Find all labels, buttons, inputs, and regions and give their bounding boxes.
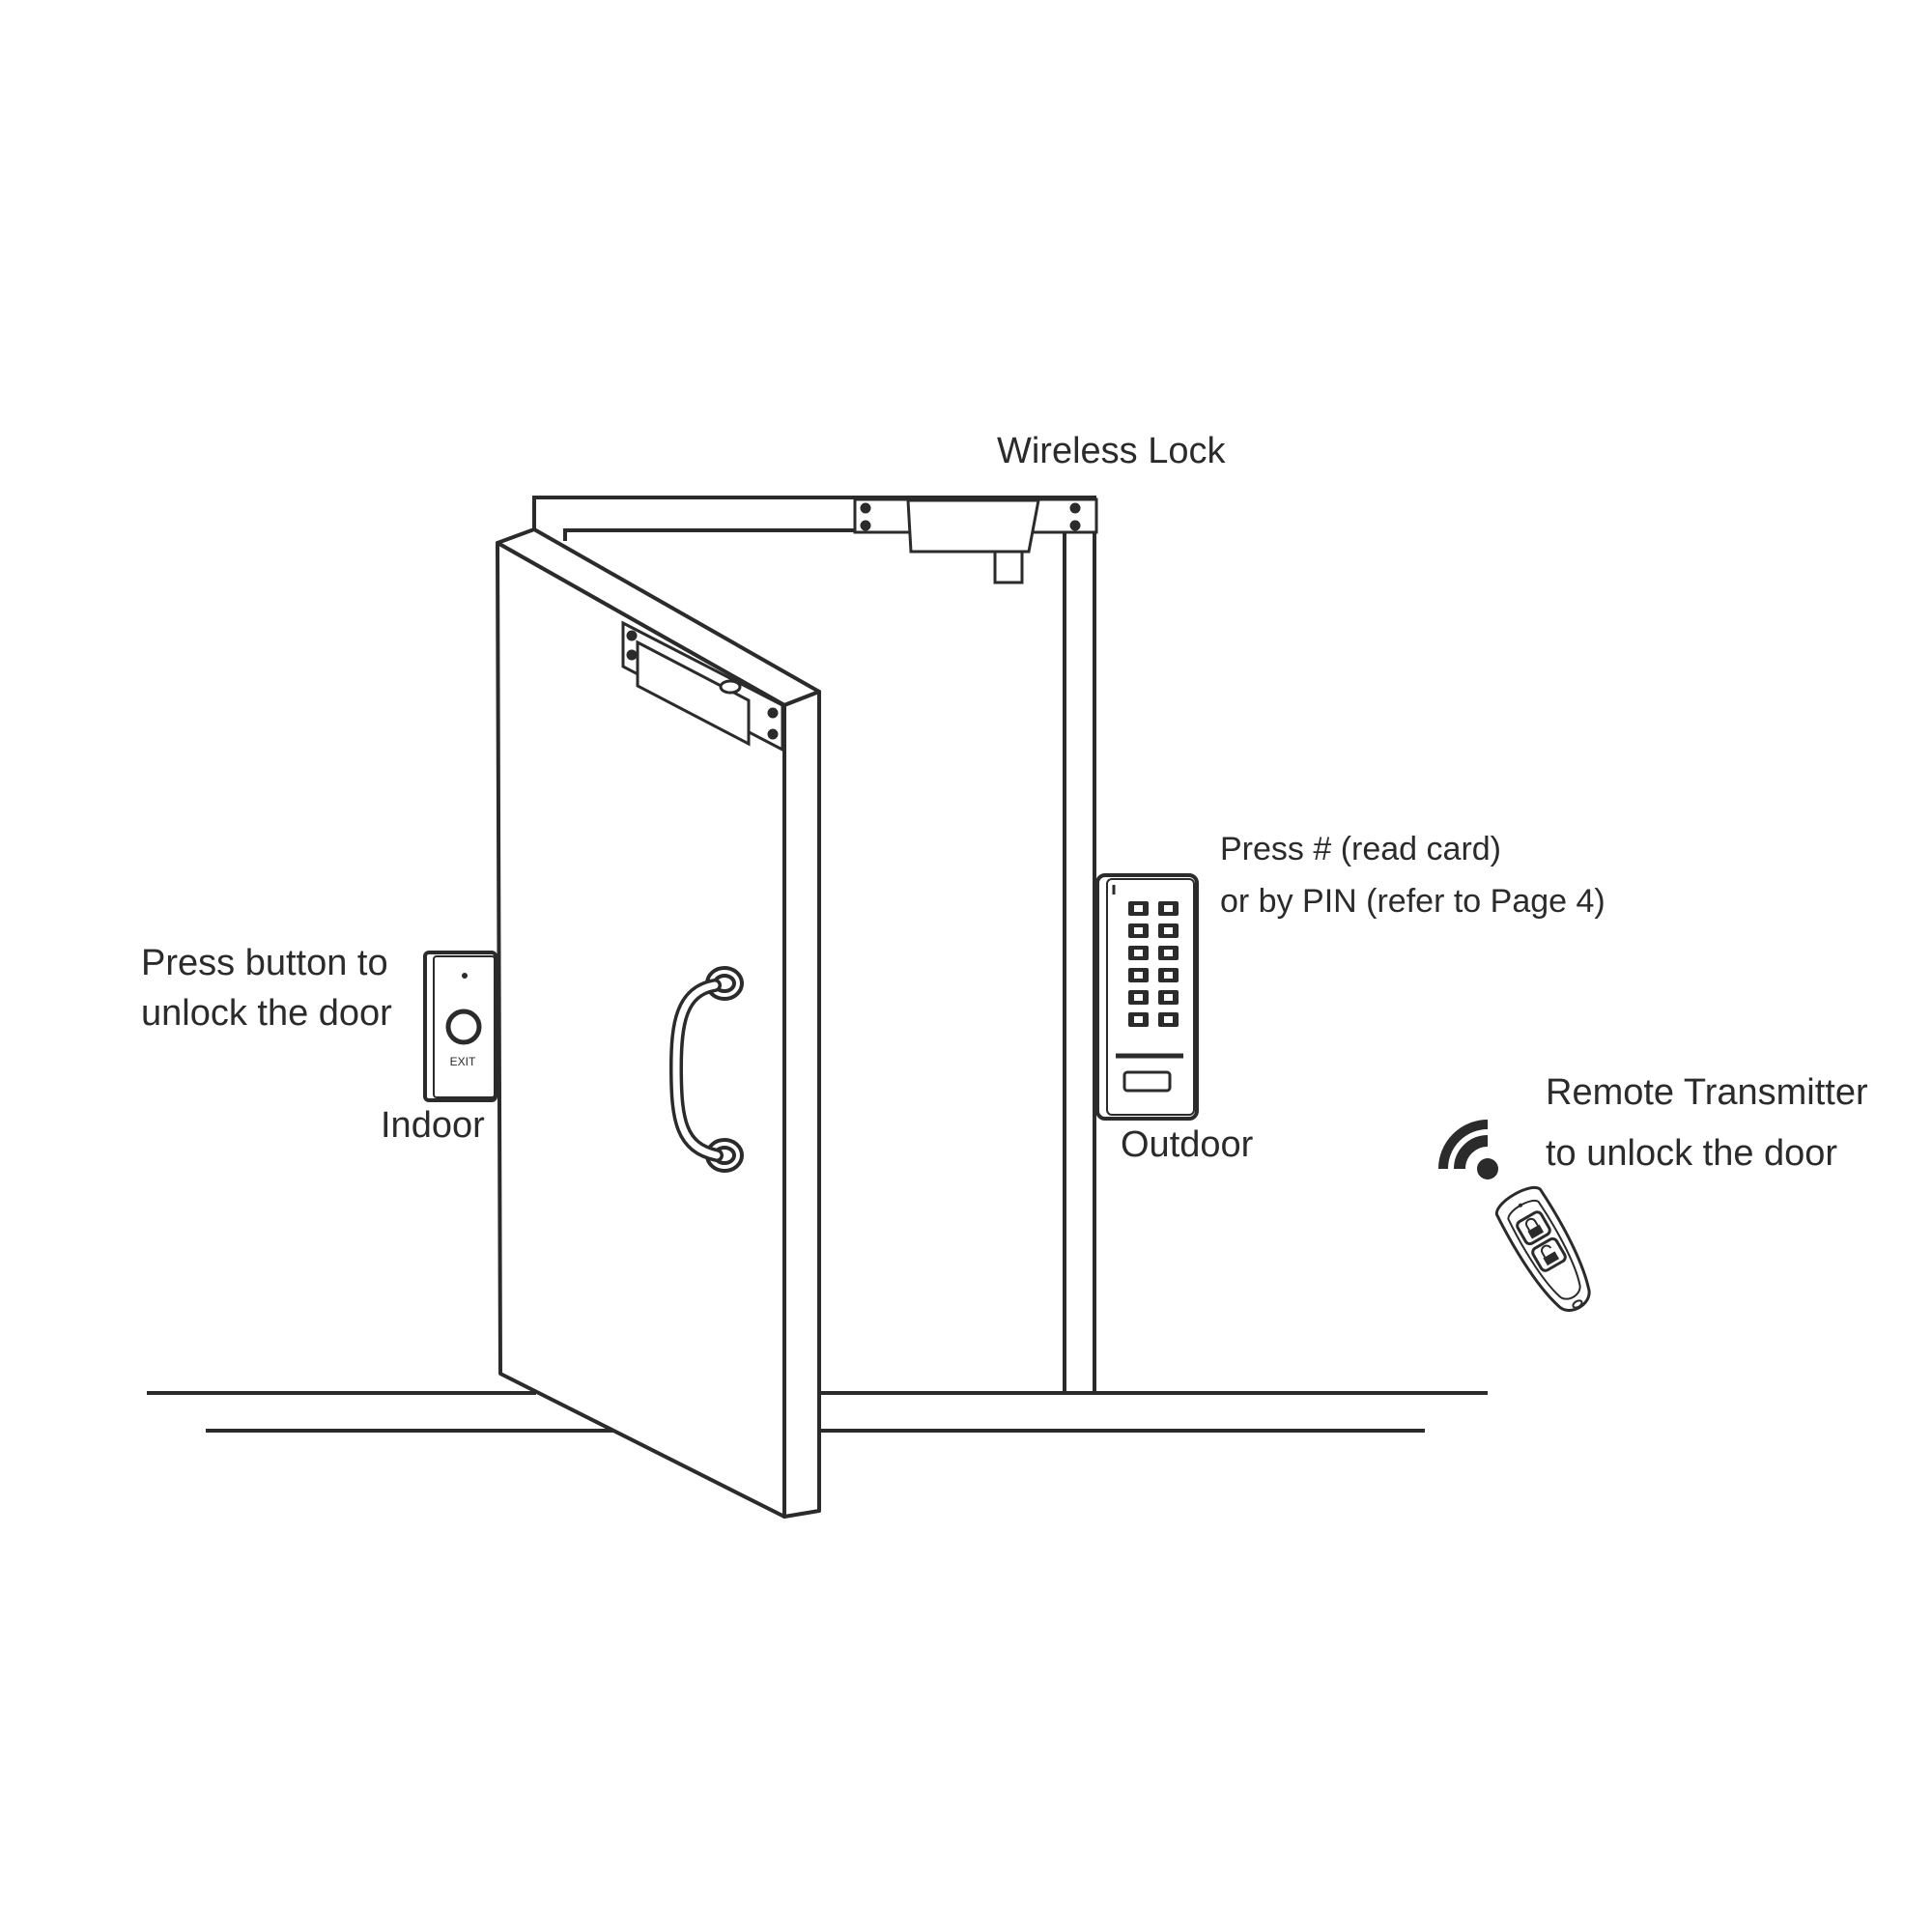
keypad-key-glyph	[1164, 1016, 1173, 1023]
keypad-key-glyph	[1164, 905, 1173, 912]
lock-armature-plate	[621, 620, 784, 753]
remote-fob-icon	[1494, 1186, 1591, 1312]
remote-label-line2: to unlock the door	[1546, 1133, 1838, 1174]
keypad-key-glyph	[1134, 994, 1143, 1001]
keypad-key-glyph	[1134, 905, 1143, 912]
keypad-key-glyph	[1164, 927, 1173, 934]
exit-led	[462, 973, 468, 979]
keypad-keys	[1128, 901, 1179, 1027]
open-door	[496, 527, 821, 1519]
exit-button-label-line2: unlock the door	[141, 993, 392, 1034]
keypad-key-glyph	[1134, 927, 1143, 934]
outdoor-label: Outdoor	[1121, 1124, 1254, 1165]
wireless-lock-label: Wireless Lock	[997, 431, 1226, 471]
keypad-key-glyph	[1164, 972, 1173, 979]
lock-icon	[1516, 1210, 1551, 1246]
exit-button-text: EXIT	[450, 1055, 476, 1068]
wireless-lock	[853, 497, 1098, 584]
keypad-key-glyph	[1134, 1016, 1143, 1023]
exit-button-circle	[445, 1009, 482, 1045]
keypad-key-glyph	[1134, 950, 1143, 956]
remote-label-line1: Remote Transmitter	[1546, 1072, 1868, 1113]
keypad-label-line2: or by PIN (refer to Page 4)	[1220, 883, 1605, 920]
keypad-key-glyph	[1134, 972, 1143, 979]
keypad-label-line1: Press # (read card)	[1220, 831, 1501, 867]
keypad-key-glyph	[1164, 994, 1173, 1001]
door-frame	[532, 496, 1096, 1395]
wifi-signal-icon	[1438, 1120, 1498, 1179]
exit-button-device	[423, 951, 497, 1102]
door-handle	[668, 966, 744, 1173]
floor-lines	[147, 1391, 1488, 1433]
keypad-key-glyph	[1164, 950, 1173, 956]
indoor-label: Indoor	[381, 1105, 485, 1146]
exit-button-label-line1: Press button to	[141, 943, 388, 983]
unlock-icon	[1531, 1236, 1567, 1272]
